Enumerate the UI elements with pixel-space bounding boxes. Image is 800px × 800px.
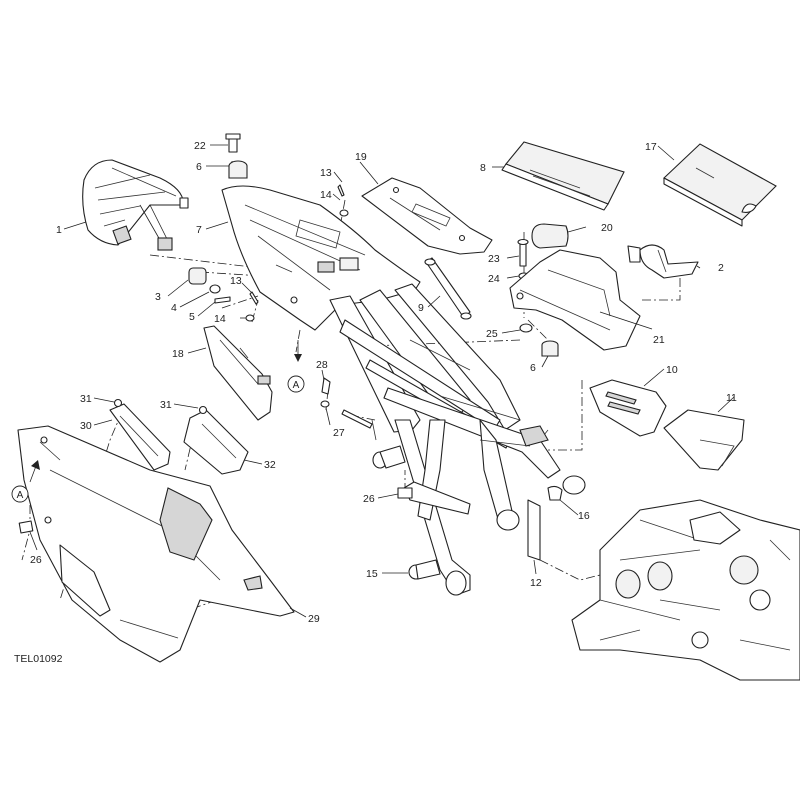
callout-6: 6 <box>196 161 202 173</box>
callout-5: 5 <box>189 311 195 323</box>
drawing-code: TEL01092 <box>14 653 63 665</box>
license-bracket <box>203 325 273 421</box>
callout-13b: 13 <box>320 167 332 179</box>
callout-24: 24 <box>488 273 500 285</box>
screws-left <box>245 184 349 322</box>
grommet-top <box>225 133 248 179</box>
cover-10 <box>589 379 667 437</box>
callout-27: 27 <box>333 427 345 439</box>
electronics-tray <box>509 245 641 351</box>
callout-1: 1 <box>56 224 62 236</box>
reference-mark-a-lower: A <box>11 460 40 503</box>
seat-bracket <box>361 177 493 255</box>
callout-7: 7 <box>196 224 202 236</box>
bracket-30 <box>109 398 171 471</box>
reference-mark-a-upper: A <box>287 340 305 393</box>
callout-31: 31 <box>80 393 92 405</box>
callout-30: 30 <box>80 420 92 432</box>
callout-23: 23 <box>488 253 500 265</box>
grommets-right <box>519 323 559 357</box>
side-fairing <box>17 425 295 663</box>
callout-22: 22 <box>194 140 206 152</box>
callout-26b: 26 <box>30 554 42 566</box>
callout-14b: 14 <box>320 189 332 201</box>
kit-cover <box>501 141 625 211</box>
callout-17: 17 <box>645 141 657 153</box>
callout-26: 26 <box>363 493 375 505</box>
callout-13: 13 <box>230 275 242 287</box>
callout-11: 11 <box>726 392 737 404</box>
callout-6b: 6 <box>530 362 536 374</box>
reference-mark-label: A <box>17 490 24 501</box>
callout-9: 9 <box>418 302 424 314</box>
callout-16: 16 <box>578 510 590 522</box>
bracket-32 <box>183 405 249 475</box>
subframe-cover-plate <box>221 185 421 331</box>
callout-4: 4 <box>171 302 177 314</box>
bolt-15 <box>408 559 441 580</box>
cover-11 <box>663 409 745 471</box>
callout-2: 2 <box>718 262 724 274</box>
screws-center <box>320 377 331 408</box>
seat-cable <box>424 257 472 320</box>
callout-14: 14 <box>214 313 226 325</box>
callout-3: 3 <box>155 291 161 303</box>
rubber-mount <box>188 267 231 304</box>
rubber-pad <box>531 223 569 249</box>
leader-lines <box>29 144 735 618</box>
callout-15: 15 <box>366 568 378 580</box>
callout-31b: 31 <box>160 399 172 411</box>
rear-subframe <box>329 283 586 596</box>
callout-29: 29 <box>308 613 320 625</box>
clips-26 <box>18 487 413 534</box>
callout-25: 25 <box>486 328 498 340</box>
callout-20: 20 <box>601 222 613 234</box>
connector-clip <box>639 244 699 279</box>
callout-12: 12 <box>530 577 542 589</box>
callouts: 1 2 3 4 5 6 6 7 8 9 10 11 12 13 13 14 14… <box>30 140 737 625</box>
owner-manual <box>663 143 777 227</box>
callout-28: 28 <box>316 359 328 371</box>
callout-8: 8 <box>480 162 486 174</box>
callout-18: 18 <box>172 348 184 360</box>
callout-32: 32 <box>264 459 276 471</box>
callout-10: 10 <box>666 364 678 376</box>
engine-outline <box>571 499 800 681</box>
callout-19: 19 <box>355 151 367 163</box>
reference-mark-label: A <box>293 380 300 391</box>
callout-21: 21 <box>653 334 665 346</box>
tail-light <box>82 159 189 251</box>
